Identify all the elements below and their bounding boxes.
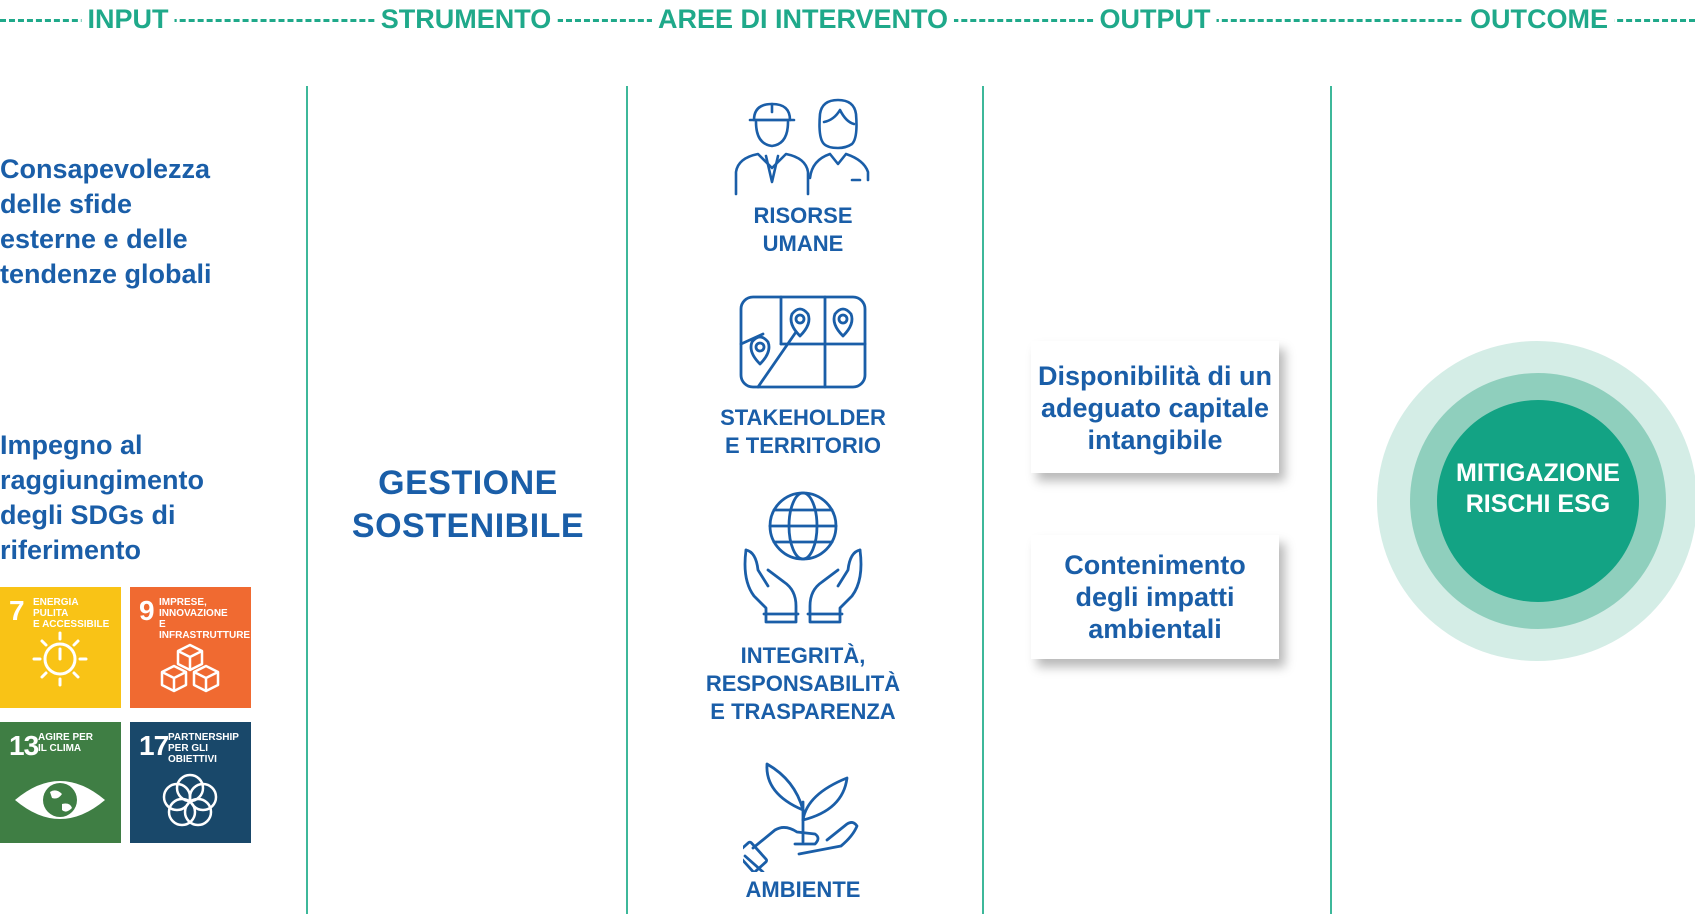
area-label-line: E TERRITORIO (724, 433, 882, 458)
area-integrita: INTEGRITÀ, RESPONSABILITÀ E TRASPARENZA (626, 490, 980, 726)
sdg-label: ENERGIA PULITA E ACCESSIBILE (33, 597, 113, 630)
output-box-capitale: Disponibilità di un adeguato capitale in… (1031, 341, 1279, 473)
area-label-line: STAKEHOLDER (720, 405, 886, 430)
label-line: PARTNERSHIP (168, 732, 239, 743)
hand-plant-icon (743, 762, 859, 872)
area-risorse-umane: RISORSE UMANE (626, 98, 980, 258)
cubes-icon (160, 643, 220, 693)
text-line: delle sfide (0, 189, 133, 219)
sun-power-icon (32, 631, 88, 687)
output-line: Disponibilità di un (1038, 361, 1272, 391)
label-line: IMPRESE, (159, 597, 207, 608)
area-label-line: UMANE (762, 231, 844, 256)
sdg-number: 7 (9, 595, 25, 626)
stage-label-strumento: STRUMENTO (374, 4, 558, 35)
outcome-text: MITIGAZIONE RISCHI ESG (1437, 458, 1639, 520)
column-divider (306, 86, 308, 914)
sdg-number: 13 (9, 730, 39, 761)
stage-header: INPUT STRUMENTO AREE DI INTERVENTO OUTPU… (0, 0, 1695, 44)
area-label-line: INTEGRITÀ, (740, 643, 866, 668)
area-label-line: AMBIENTE (745, 877, 861, 902)
sdg-13-tile: 13 AGIRE PER IL CLIMA (0, 722, 121, 843)
input-awareness-text: Consapevolezza delle sfide esterne e del… (0, 152, 212, 292)
column-divider (982, 86, 984, 914)
area-stakeholder-territorio: STAKEHOLDER E TERRITORIO (626, 294, 980, 460)
area-label-line: RESPONSABILITÀ (705, 671, 901, 696)
column-divider (626, 86, 628, 914)
label-line: AGIRE PER (38, 732, 94, 743)
stage-label-output: OUTPUT (1093, 4, 1217, 35)
output-line: ambientali (1088, 614, 1222, 644)
sdg-7-tile: 7 ENERGIA PULITA E ACCESSIBILE (0, 587, 121, 708)
text-line: riferimento (0, 535, 142, 565)
map-pins-icon (739, 295, 867, 389)
sdg-17-tile: 17 PARTNERSHIP PER GLI OBIETTIVI (130, 722, 251, 843)
outcome-line: RISCHI ESG (1465, 490, 1611, 518)
outcome-line: MITIGAZIONE (1456, 459, 1620, 487)
stage-label-aree: AREE DI INTERVENTO (651, 4, 955, 35)
title-line: GESTIONE (378, 464, 558, 502)
label-line: IL CLIMA (38, 743, 82, 754)
label-line: PER GLI OBIETTIVI (168, 743, 217, 765)
text-line: raggiungimento (0, 465, 204, 495)
label-line: E INFRASTRUTTURE (159, 619, 251, 641)
title-line: SOSTENIBILE (351, 507, 585, 545)
stage-label-outcome: OUTCOME (1464, 4, 1614, 35)
people-icon (734, 98, 870, 196)
output-line: intangibile (1087, 425, 1223, 455)
text-line: esterne e delle (0, 224, 188, 254)
area-label-line: RISORSE (753, 203, 853, 228)
sdg-label: AGIRE PER IL CLIMA (38, 732, 118, 754)
rings-icon (162, 773, 218, 827)
input-commitment-text: Impegno al raggiungimento degli SDGs di … (0, 428, 204, 568)
output-line: Contenimento (1064, 550, 1246, 580)
text-line: Consapevolezza (0, 154, 211, 184)
area-ambiente: AMBIENTE (626, 760, 980, 904)
output-line: degli impatti (1075, 582, 1235, 612)
sdg-number: 17 (139, 730, 169, 761)
output-box-impatti: Contenimento degli impatti ambientali (1031, 535, 1279, 659)
column-divider (1330, 86, 1332, 914)
area-label-line: E TRASPARENZA (710, 699, 896, 724)
output-line: adeguato capitale (1040, 393, 1270, 423)
sdg-9-tile: 9 IMPRESE, INNOVAZIONE E INFRASTRUTTURE (130, 587, 251, 708)
stage-label-input: INPUT (81, 4, 175, 35)
sdg-label: IMPRESE, INNOVAZIONE E INFRASTRUTTURE (159, 597, 251, 641)
sdg-label: PARTNERSHIP PER GLI OBIETTIVI (168, 732, 248, 765)
label-line: INNOVAZIONE (159, 608, 228, 619)
label-line: ENERGIA PULITA (33, 597, 79, 619)
inner-circle: MITIGAZIONE RISCHI ESG (1437, 400, 1639, 602)
text-line: tendenze globali (0, 259, 212, 289)
gestione-sostenibile-title: GESTIONE SOSTENIBILE (308, 462, 628, 548)
hands-globe-icon (743, 491, 863, 624)
sdg-number: 9 (139, 595, 155, 626)
outcome-circle: MITIGAZIONE RISCHI ESG (1377, 341, 1695, 661)
eye-globe-icon (15, 781, 105, 819)
label-line: E ACCESSIBILE (33, 619, 110, 630)
text-line: degli SDGs di (0, 500, 176, 530)
text-line: Impegno al (0, 430, 143, 460)
